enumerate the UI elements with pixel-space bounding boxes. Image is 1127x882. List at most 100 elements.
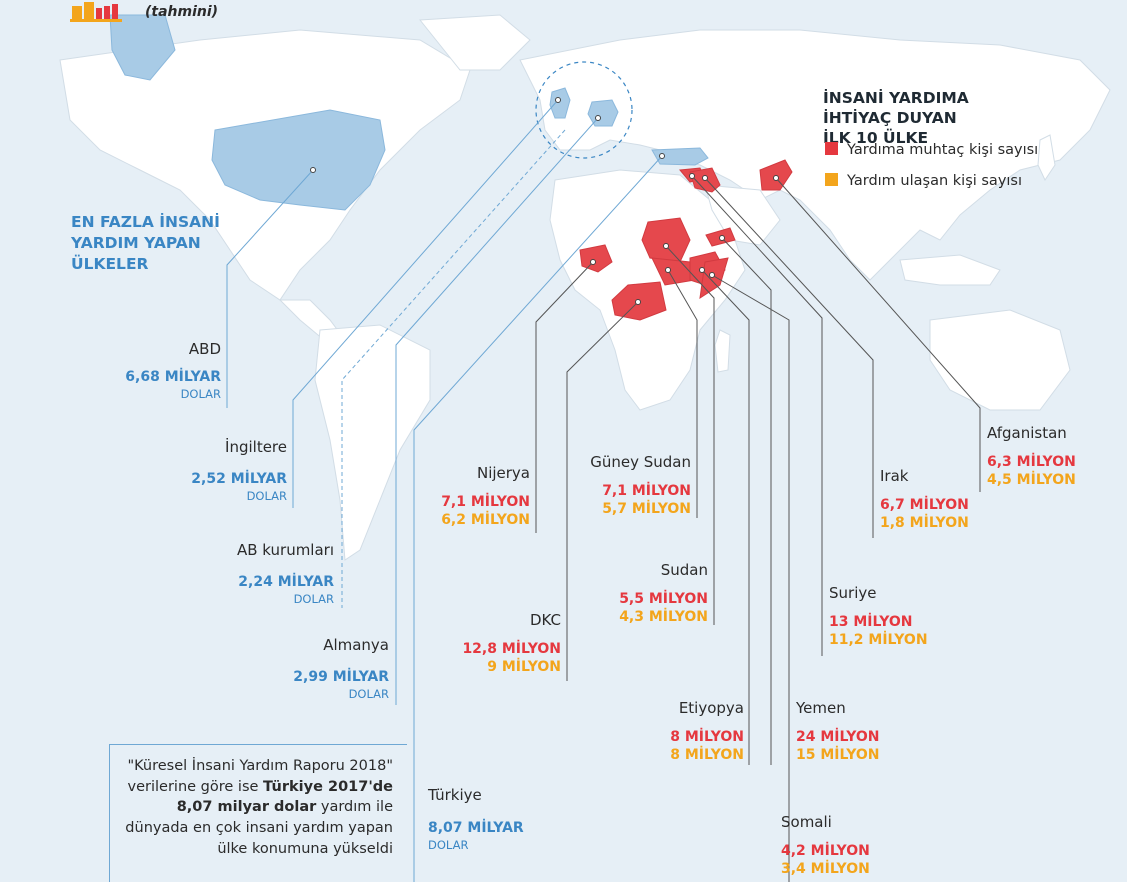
need-title-text: İNSANİ YARDIMA İHTİYAÇ DUYAN İLK 10 ÜLKE (823, 89, 969, 148)
need-section-title: İNSANİ YARDIMA İHTİYAÇ DUYAN İLK 10 ÜLKE (823, 88, 973, 148)
land-greenland (419, 14, 531, 71)
donor-abd: ABD (188, 340, 221, 358)
donor-germany (587, 99, 619, 127)
donor-section-title: EN FAZLA İNSANİ YARDIM YAPAN ÜLKELER (71, 212, 221, 275)
need-somalia (699, 257, 729, 300)
land-japan (1037, 134, 1056, 182)
donor-ingiltere: İngiltere (225, 438, 287, 456)
need-swatch-icon (825, 142, 838, 155)
need-guney-sudan-name: Güney Sudan (590, 453, 691, 471)
need-guney-sudan-need: 7,1 MİLYON (602, 482, 691, 499)
need-yemen-name: Yemen (796, 699, 846, 717)
legend-need: Yardıma muhtaç kişi sayısı (825, 142, 1038, 158)
report-note-text: "Küresel İnsani Yardım Raporu 2018" veri… (123, 756, 393, 860)
donor-abd-amount: 6,68 MİLYAR (125, 369, 221, 385)
land-sea-islands (899, 254, 1001, 286)
dot-almanya (595, 115, 601, 121)
need-etiyopya-reached: 8 MİLYON (670, 747, 744, 764)
donor-turkiye-unit: DOLAR (428, 837, 469, 852)
donor-abd-amount-wrap: 6,68 MİLYAR DOLAR (125, 370, 221, 400)
need-nijerya-name: Nijerya (476, 464, 530, 482)
land-arabia (704, 184, 781, 246)
donor-turkiye: Türkiye (428, 786, 482, 804)
need-somali-name: Somali (781, 813, 832, 831)
leader-yemen (721, 237, 772, 765)
need-nijerya-reached: 6,2 MİLYON (441, 512, 530, 529)
need-dkc-reached: 9 MİLYON (487, 659, 561, 676)
need-irak-reached: 1,8 MİLYON (880, 515, 969, 532)
donor-usa (211, 109, 386, 211)
donor-ingiltere-amount-wrap: 2,52 MİLYAR DOLAR (191, 472, 287, 502)
donor-almanya: Almanya (323, 636, 389, 654)
report-note-box: "Küresel İnsani Yardım Raporu 2018" veri… (109, 744, 407, 882)
donor-ingiltere-name: İngiltere (225, 438, 287, 456)
need-sudan: Sudan 5,5 MİLYON 4,3 MİLYON (619, 561, 708, 625)
dot-somali (709, 272, 715, 278)
donor-almanya-unit: DOLAR (348, 686, 389, 701)
donor-ab-amount-wrap: 2,24 MİLYAR DOLAR (238, 575, 334, 605)
donor-abd-unit: DOLAR (180, 386, 221, 401)
need-sudan-name: Sudan (660, 561, 708, 579)
need-yemen-need: 24 MİLYON (796, 728, 880, 745)
dot-suriye (689, 173, 695, 179)
donor-almanya-amount: 2,99 MİLYAR (293, 669, 389, 685)
land-madagascar (714, 329, 731, 373)
need-suriye-name: Suriye (829, 584, 877, 602)
donor-ingiltere-amount: 2,52 MİLYAR (191, 471, 287, 487)
note-bold: Türkiye 2017'de 8,07 milyar dolar (176, 778, 393, 816)
note-part2: yardım ile dünyada en çok insani yardım … (125, 799, 393, 857)
need-somali: Somali 4,2 MİLYON 3,4 MİLYON (781, 813, 870, 878)
need-dkc: DKC 12,8 MİLYON 9 MİLYON (462, 611, 561, 676)
donor-almanya-name: Almanya (323, 636, 389, 654)
donor-ab-unit: DOLAR (293, 591, 334, 606)
need-etiyopya-need: 8 MİLYON (670, 728, 744, 745)
donor-ab-amount: 2,24 MİLYAR (238, 574, 334, 590)
leader-sudan (665, 245, 715, 625)
leader-etiyopya (701, 269, 750, 765)
donor-ingiltere-unit: DOLAR (246, 488, 287, 503)
leader-afganistan (775, 177, 981, 492)
need-somali-reached: 3,4 MİLYON (781, 861, 870, 878)
need-irak-name: Irak (880, 467, 909, 485)
need-afganistan: Afganistan 6,3 MİLYON 4,5 MİLYON (987, 424, 1076, 489)
leader-dkc (566, 301, 639, 681)
dot-yemen (719, 235, 725, 241)
dot-dkc (635, 299, 641, 305)
legend-reached-label: Yardım ulaşan kişi sayısı (847, 173, 1023, 189)
need-etiyopya-name: Etiyopya (678, 699, 744, 717)
need-irak-need: 6,7 MİLYON (880, 496, 969, 513)
need-nigeria (579, 244, 613, 273)
need-yemen-reached: 15 MİLYON (796, 747, 880, 764)
need-etiyopya: Etiyopya 8 MİLYON 8 MİLYON (670, 699, 744, 764)
need-afganistan-reached: 4,5 MİLYON (987, 472, 1076, 489)
europe-focus-circle (535, 61, 633, 159)
land-australia (929, 309, 1071, 411)
need-suriye: Suriye 13 MİLYON 11,2 MİLYON (829, 584, 928, 648)
donor-turkiye-name: Türkiye (428, 786, 482, 804)
leader-abd (226, 169, 314, 408)
need-sudan (641, 217, 691, 263)
donor-alaska (109, 14, 176, 81)
leader-nijerya (535, 261, 594, 533)
dot-abd (310, 167, 316, 173)
donor-turkiye-amount: 8,07 MİLYAR (428, 820, 524, 836)
leader-somali (711, 274, 790, 882)
estimate-note: (tahmini) (145, 4, 219, 20)
donor-turkiye-amount-wrap: 8,07 MİLYAR DOLAR (428, 821, 524, 851)
donor-abd-name: ABD (188, 340, 221, 358)
leader-irak (704, 177, 874, 538)
need-irak: Irak 6,7 MİLYON 1,8 MİLYON (880, 467, 969, 532)
dot-turkiye (659, 153, 665, 159)
dot-irak (702, 175, 708, 181)
need-dkc-name: DKC (529, 611, 561, 629)
need-suriye-need: 13 MİLYON (829, 613, 913, 630)
need-afganistan-name: Afganistan (987, 424, 1067, 442)
leader-guney-sudan (667, 269, 698, 518)
dot-guney-sudan (665, 267, 671, 273)
need-yemen: Yemen 24 MİLYON 15 MİLYON (796, 699, 880, 764)
need-somali-need: 4,2 MİLYON (781, 842, 870, 859)
donor-uk (549, 87, 571, 119)
dot-sudan (663, 243, 669, 249)
